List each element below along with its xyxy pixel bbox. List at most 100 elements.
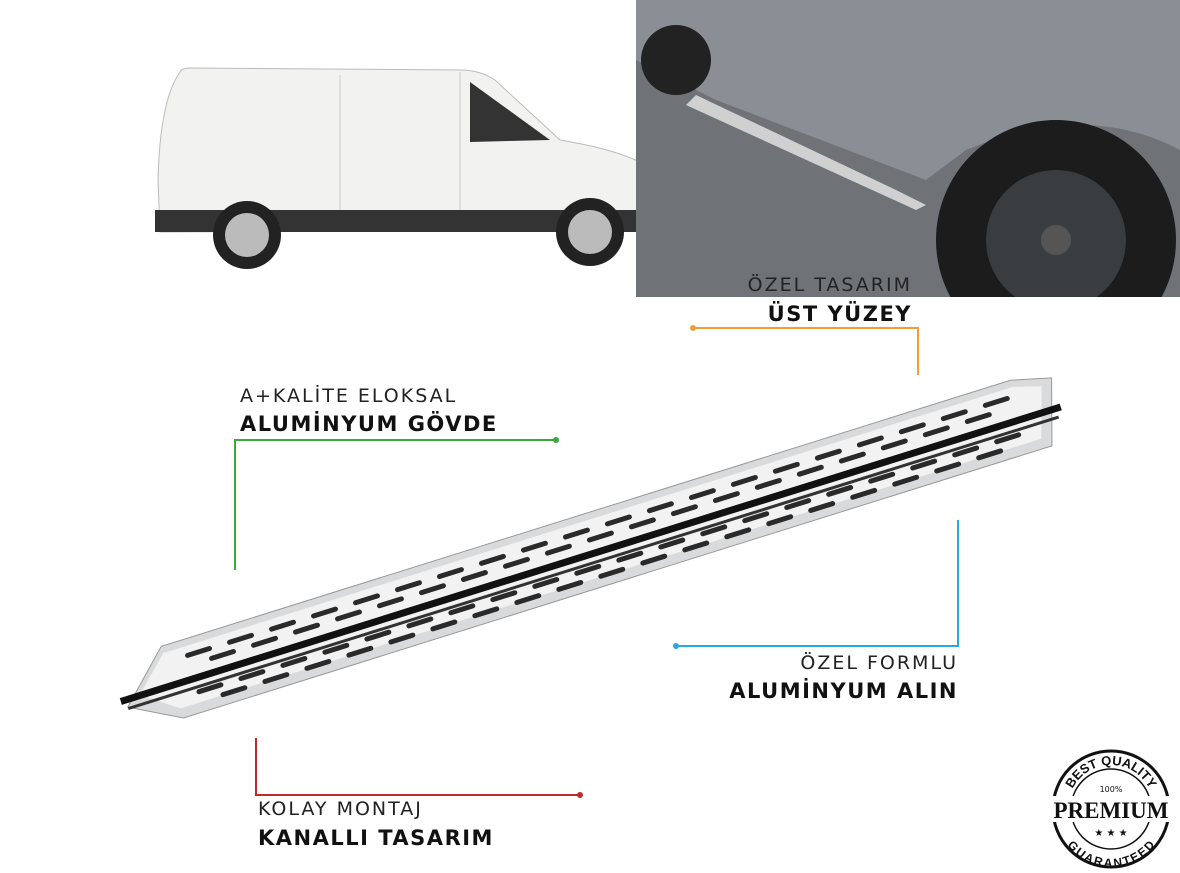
board-slot (311, 606, 338, 619)
board-slot (628, 517, 656, 530)
top-surface-line-v (917, 327, 919, 375)
badge-percent: 100% (1100, 785, 1123, 794)
board-slot (335, 609, 362, 622)
board-slot (478, 553, 506, 566)
front-title: ALUMİNYUM ALIN (729, 679, 958, 703)
board-slot (976, 448, 1004, 461)
board-slot (670, 504, 698, 517)
board-slot (598, 566, 626, 579)
board-slot (353, 593, 380, 606)
board-slot (922, 425, 950, 438)
board-slot (892, 474, 920, 487)
board-slot (814, 448, 842, 461)
board-slot (964, 412, 992, 425)
board-slot (826, 484, 854, 497)
board-slot (682, 540, 710, 553)
board-slot (658, 537, 686, 550)
board-slot (346, 645, 374, 658)
mounting-title: KANALLI TASARIM (258, 826, 494, 850)
board-slot (377, 596, 404, 609)
board-slot (502, 556, 530, 569)
board-slot (227, 632, 255, 645)
board-slot (520, 540, 548, 553)
board-slot (754, 477, 782, 490)
body-line (234, 439, 556, 441)
mounting-dot (577, 792, 583, 798)
board-slot (898, 422, 926, 435)
top-surface-label: ÖZEL TASARIM (747, 274, 912, 296)
board-slot (562, 527, 590, 540)
board-slot (514, 593, 542, 606)
board-slot (293, 622, 320, 635)
front-line (676, 645, 959, 647)
body-label: A+KALİTE ELOKSAL (240, 385, 458, 407)
board-slot (209, 649, 237, 661)
board-slot (850, 487, 878, 500)
board-slot (574, 563, 602, 576)
board-slot (742, 511, 770, 524)
board-slot (418, 583, 446, 596)
board-slot (880, 438, 908, 451)
board-slot (700, 524, 728, 537)
board-slot (472, 606, 500, 619)
board-slot (838, 451, 866, 464)
board-slot (269, 619, 296, 632)
board-slot (251, 635, 278, 648)
badge-stars: ★ ★ ★ (1094, 828, 1127, 839)
board-slot (910, 458, 938, 471)
top-surface-line (693, 327, 919, 329)
mounting-label: KOLAY MONTAJ (258, 798, 423, 820)
board-slot (796, 464, 824, 477)
board-slot (688, 488, 716, 501)
car-side-step-image (636, 0, 1180, 297)
board-slot (406, 616, 434, 629)
board-slot (280, 655, 308, 668)
board-slot (436, 567, 464, 579)
board-slot (784, 498, 812, 510)
board-slot (185, 646, 213, 658)
body-dot (553, 437, 559, 443)
board-slot (868, 471, 896, 484)
board-slot (952, 445, 980, 458)
board-slot (856, 435, 884, 448)
board-slot (220, 685, 248, 698)
front-line-v (957, 520, 959, 647)
top-surface-title: ÜST YÜZEY (767, 302, 912, 326)
board-slot (724, 527, 752, 540)
board-slot (532, 577, 560, 589)
mounting-line (255, 794, 580, 796)
premium-badge: BEST QUALITY GUARANTEED 100% PREMIUM ★ ★… (1048, 749, 1174, 870)
board-slot (364, 629, 392, 642)
mounting-line-v (255, 738, 257, 796)
top-surface-dot (690, 325, 696, 331)
front-label: ÖZEL FORMLU (800, 652, 958, 674)
board-slot (262, 672, 290, 684)
van-image (155, 67, 656, 269)
badge-main: PREMIUM (1054, 798, 1169, 823)
board-slot (304, 658, 332, 671)
body-line-v (234, 439, 236, 570)
board-slot (712, 491, 740, 503)
body-title: ALUMİNYUM GÖVDE (240, 412, 498, 436)
board-slot (982, 396, 1010, 408)
board-slot (544, 543, 572, 556)
front-dot (673, 643, 679, 649)
board-slot (448, 603, 476, 616)
board-slot (388, 632, 416, 645)
board-slot (646, 501, 674, 514)
board-slot (640, 553, 668, 566)
board-slot (586, 530, 614, 543)
board-slot (322, 642, 350, 655)
board-slot (238, 669, 266, 682)
board-slot (994, 432, 1022, 445)
board-slot (490, 590, 518, 603)
board-slot (430, 619, 458, 632)
board-slot (940, 409, 968, 422)
board-slot (616, 550, 644, 563)
board-slot (395, 580, 422, 593)
board-slot (766, 514, 794, 527)
board-slot (772, 461, 800, 474)
board-slot (604, 514, 632, 527)
board-slot (556, 580, 584, 592)
board-slot (460, 570, 488, 582)
